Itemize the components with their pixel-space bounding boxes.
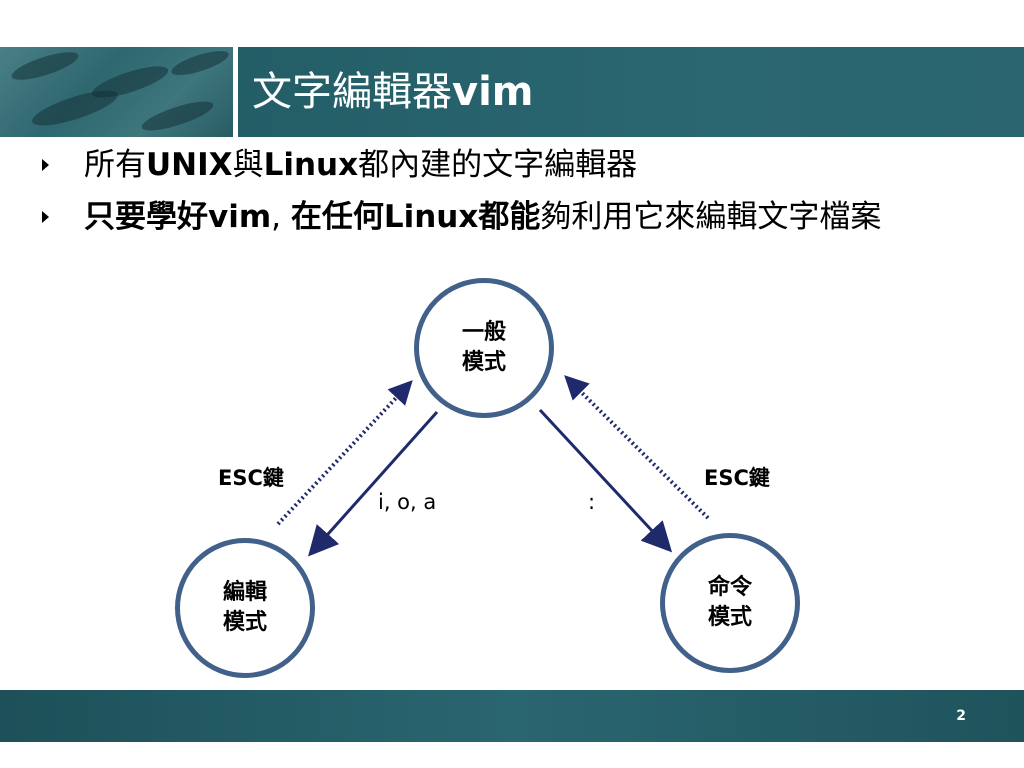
- bullet-text-bold: Linux: [383, 199, 479, 235]
- node-edit-label: 編輯 模式: [222, 580, 267, 635]
- slide-title: 文字編輯器vim: [252, 59, 533, 117]
- label-insert-keys: i, o, a: [378, 490, 437, 514]
- footer-bar: 2: [0, 690, 1024, 742]
- page-number: 2: [956, 708, 966, 724]
- bullet-item: 只要學好vim, 在任何Linux都能夠利用它來編輯文字檔案: [40, 192, 980, 242]
- bullet-text-bold: 都能: [478, 199, 541, 235]
- bullet-text: ,: [271, 199, 281, 235]
- bullet-text: 都: [358, 147, 390, 183]
- bullet-item: 所有UNIX與Linux都內建的文字編輯器: [40, 140, 980, 190]
- bullet-text: 內建的文字編輯器: [389, 147, 638, 183]
- bullet-text: 所有: [84, 147, 146, 183]
- title-bar: 文字編輯器vim: [238, 47, 1024, 137]
- bullet-arrow-icon: [42, 211, 49, 223]
- bullet-text-bold: 在任何: [290, 199, 384, 235]
- arrow-edit-to-normal: [276, 380, 413, 526]
- slide-title-latin: vim: [452, 69, 534, 115]
- arrow-normal-to-command: [538, 408, 673, 553]
- slide-title-cjk: 文字編輯器: [252, 69, 452, 115]
- header-fish-image: [0, 47, 233, 137]
- node-command-mode: 命令 模式: [660, 533, 800, 673]
- bullet-text: 夠利用它來編輯文字檔案: [540, 199, 882, 235]
- node-edit-mode: 編輯 模式: [175, 538, 315, 678]
- bullet-text-bold: vim: [208, 199, 272, 235]
- arrow-command-to-normal: [564, 375, 710, 520]
- bullet-text-bold: Linux: [263, 147, 359, 183]
- bullet-text: 與: [232, 147, 264, 183]
- label-esc-left: ESC鍵: [218, 466, 284, 490]
- node-normal-mode: 一般 模式: [414, 278, 554, 418]
- bullet-arrow-icon: [42, 159, 49, 171]
- node-command-label: 命令 模式: [707, 575, 752, 630]
- bullet-text-bold: 只要學好: [84, 199, 208, 235]
- label-esc-right: ESC鍵: [704, 466, 770, 490]
- node-normal-label: 一般 模式: [461, 320, 506, 375]
- arrow-normal-to-edit: [308, 411, 439, 557]
- bullet-list: 所有UNIX與Linux都內建的文字編輯器 只要學好vim, 在任何Linux都…: [40, 140, 980, 244]
- label-colon-key: :: [588, 490, 596, 514]
- bullet-text-bold: UNIX: [146, 147, 233, 183]
